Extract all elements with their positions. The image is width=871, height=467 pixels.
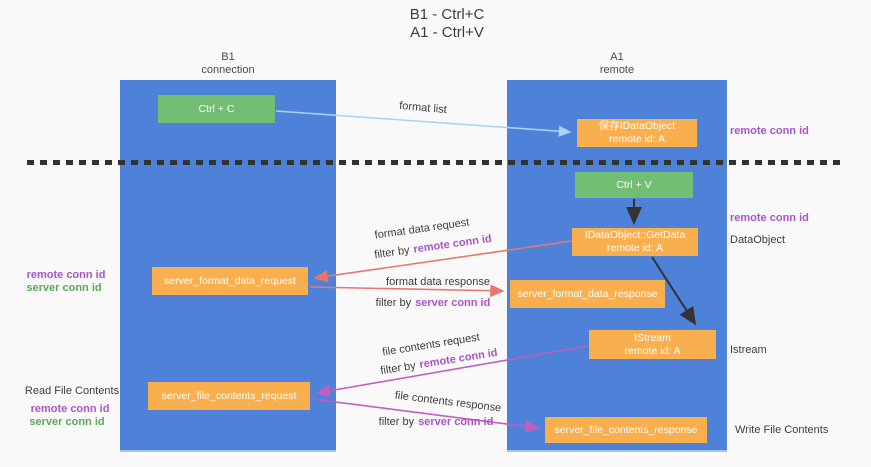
node-save-idataobject-line1: 保存IDataObject (598, 120, 676, 132)
lane-header-a1: A1 remote (600, 51, 634, 77)
node-server-file-contents-request: server_file_contents_request (148, 382, 310, 410)
diagram-title-line1: B1 - Ctrl+C (409, 6, 485, 23)
server-conn-id-text: server conn id (415, 297, 491, 309)
diagram-title: B1 - Ctrl+C A1 - Ctrl+V (410, 6, 485, 42)
side-label-istream: Istream (730, 344, 767, 356)
side-label-remote-conn-id-top: remote conn id (730, 125, 809, 137)
edge-filter-file-contents-response: filter by server conn id (379, 416, 494, 428)
lane-a1-role: remote (599, 64, 635, 76)
node-ctrl-v: Ctrl + V (575, 172, 693, 198)
side-label-left-server-conn-id: server conn id (26, 282, 102, 294)
node-server-file-contents-response-label: server_file_contents_response (554, 423, 698, 436)
node-getdata-line1: IDataObject::GetData (584, 229, 686, 241)
remote-conn-id-text: remote conn id (412, 232, 493, 256)
lane-a1-name: A1 (610, 51, 624, 63)
node-ctrl-c: Ctrl + C (158, 95, 275, 123)
side-label-read-file-contents: Read File Contents (24, 385, 120, 397)
node-idataobject-getdata: IDataObject::GetData remote id: A (572, 228, 698, 256)
node-istream: IStream remote id: A (589, 330, 716, 359)
side-label-dataobject: DataObject (730, 234, 786, 246)
edge-filter-format-data-response: filter by server conn id (376, 297, 491, 309)
node-ctrl-v-label: Ctrl + V (616, 178, 652, 191)
node-server-format-data-response-label: server_format_data_response (517, 287, 658, 300)
lane-b1-role: connection (201, 64, 255, 76)
node-istream-line2: remote id: A (624, 344, 681, 357)
side-label-left-remote-conn-id: remote conn id (26, 269, 106, 281)
filter-by-text: filter by (378, 416, 415, 428)
lane-b1-name: B1 (221, 51, 235, 63)
node-server-file-contents-request-label: server_file_contents_request (161, 389, 297, 402)
server-conn-id-text: server conn id (418, 416, 494, 428)
filter-by-text: filter by (375, 297, 412, 309)
node-ctrl-c-label: Ctrl + C (198, 102, 235, 115)
edge-label-format-data-response: format data response (386, 276, 490, 288)
node-server-file-contents-response: server_file_contents_response (545, 417, 707, 443)
node-server-format-data-request-label: server_format_data_request (164, 274, 296, 287)
filter-by-text: filter by (373, 244, 411, 262)
side-label-left-remote-conn-id-2: remote conn id (30, 403, 110, 415)
node-getdata-line2: remote id: A (606, 242, 664, 254)
phase-separator-dashed-line (27, 160, 845, 165)
edge-label-format-list: format list (398, 99, 448, 117)
node-server-format-data-request: server_format_data_request (152, 267, 308, 295)
node-save-idataobject: 保存IDataObject remote id: A (577, 119, 697, 147)
node-server-format-data-response: server_format_data_response (510, 280, 665, 308)
filter-by-text: filter by (379, 359, 417, 378)
side-label-remote-conn-id-mid: remote conn id (730, 212, 809, 224)
edge-label-file-contents-response: file contents response (394, 389, 502, 415)
node-istream-line1: IStream (634, 331, 671, 344)
side-label-left-server-conn-id-2: server conn id (29, 416, 105, 428)
diagram-title-line2: A1 - Ctrl+V (410, 24, 484, 41)
side-label-write-file-contents: Write File Contents (735, 424, 829, 436)
node-save-idataobject-line2: remote id: A (608, 133, 666, 145)
lane-header-b1: B1 connection (201, 51, 254, 77)
